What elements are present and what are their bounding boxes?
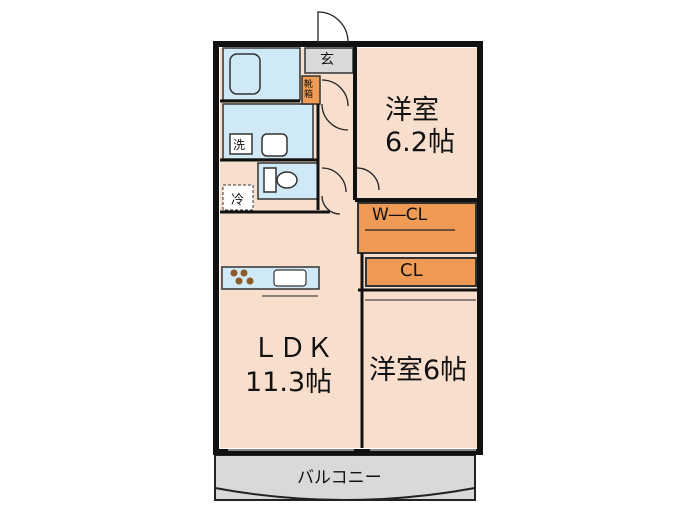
refrigerator-label: 冷: [231, 193, 245, 208]
washbasin-icon: [261, 133, 288, 157]
stove-burner-icon: [235, 277, 243, 285]
stove-burner-icon: [246, 277, 254, 285]
washer-box: [229, 133, 253, 155]
closet-label: CL: [400, 260, 423, 281]
shoe-box-label: 靴箱: [304, 80, 314, 100]
door-arc: [356, 167, 380, 191]
entry-door-arc: [317, 11, 349, 43]
closet-box: [365, 257, 477, 287]
bathtub-icon: [229, 53, 261, 95]
balcony-curve: [214, 487, 476, 501]
shoe-box: [301, 75, 321, 105]
refrigerator-spot: [222, 184, 254, 211]
ldk-name: ＬＤＫ: [252, 333, 333, 364]
walk-in-closet-label: W―CL: [372, 205, 428, 225]
sink-icon: [273, 269, 307, 287]
toilet-bowl-icon: [276, 171, 298, 189]
stove-burner-icon: [230, 269, 238, 277]
stove-burner-icon: [240, 269, 248, 277]
western-room-1-name: 洋室: [385, 95, 439, 126]
walk-in-closet-box: [357, 202, 477, 254]
entrance-label: 玄: [320, 52, 334, 68]
balcony-label: バルコニー: [297, 468, 382, 488]
door-arc: [321, 195, 341, 215]
western-room-2-label: 洋室6帖: [369, 355, 468, 386]
western-room-1-size: 6.2帖: [385, 127, 455, 158]
ldk-size: 11.3帖: [245, 367, 333, 398]
washer-label: 洗: [233, 138, 246, 152]
door-arc: [321, 167, 347, 193]
outer-wall: [213, 41, 483, 455]
door-arc: [321, 103, 349, 131]
toilet-tank-icon: [263, 167, 277, 193]
door-arc: [321, 79, 349, 107]
